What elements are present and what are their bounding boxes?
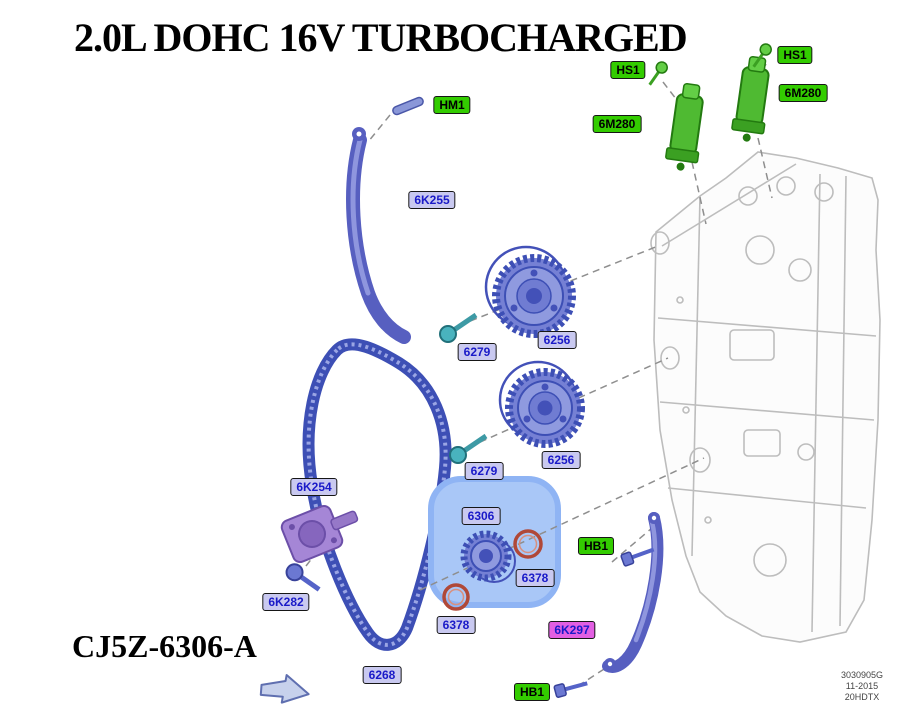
part-label-6306[interactable]: 6306 bbox=[461, 507, 501, 525]
vct-solenoid-6M280-left-drawing bbox=[665, 82, 704, 171]
part-label-hb1-lower[interactable]: HB1 bbox=[513, 683, 551, 701]
seal-6378-left-drawing bbox=[442, 583, 470, 611]
part-label-6k297[interactable]: 6K297 bbox=[548, 621, 596, 639]
part-label-hb1-upper[interactable]: HB1 bbox=[577, 537, 615, 555]
part-label-6256-lower[interactable]: 6256 bbox=[541, 451, 581, 469]
part-label-6268[interactable]: 6268 bbox=[362, 666, 402, 684]
direction-arrow-icon bbox=[259, 674, 310, 704]
bolt-6279-upper-drawing bbox=[439, 312, 478, 343]
part-label-6279-upper[interactable]: 6279 bbox=[457, 343, 497, 361]
part-number-text: CJ5Z-6306-A bbox=[72, 628, 257, 664]
part-label-6m280-right[interactable]: 6M280 bbox=[778, 84, 828, 102]
bolt-HB1-lower-drawing bbox=[553, 681, 588, 698]
camshaft-sprocket-6256-upper-drawing bbox=[484, 245, 576, 338]
chain-tensioner-6K254-drawing bbox=[280, 504, 359, 564]
chain-guide-6K255-drawing bbox=[346, 127, 411, 344]
part-label-6378-right[interactable]: 6378 bbox=[515, 569, 555, 587]
drawing-reference-code: 20HDTX bbox=[844, 692, 880, 702]
stud-HM1-drawing bbox=[392, 96, 424, 116]
seal-6378-right-drawing bbox=[513, 529, 543, 559]
screw-HS1-left-drawing bbox=[648, 61, 668, 86]
crankshaft-sprocket-6306-drawing bbox=[460, 530, 516, 583]
part-label-hs1-right[interactable]: HS1 bbox=[777, 46, 813, 64]
engine-block-drawing bbox=[650, 151, 881, 643]
part-label-6k282[interactable]: 6K282 bbox=[262, 593, 310, 611]
part-label-hm1[interactable]: HM1 bbox=[433, 96, 471, 114]
timing-chain-drawing bbox=[302, 338, 452, 651]
chain-guide-6K297-drawing bbox=[602, 512, 664, 673]
part-label-hs1-left[interactable]: HS1 bbox=[610, 61, 646, 79]
part-label-6279-lower[interactable]: 6279 bbox=[464, 462, 504, 480]
screw-HS1-right-drawing bbox=[752, 43, 772, 68]
part-label-6256-upper[interactable]: 6256 bbox=[537, 331, 577, 349]
drawing-reference-number: 3030905G bbox=[840, 670, 883, 680]
page-title: 2.0L DOHC 16V TURBOCHARGED bbox=[74, 15, 688, 60]
part-label-6k255[interactable]: 6K255 bbox=[408, 191, 456, 209]
drawing-reference-block: 3030905G 11-2015 20HDTX bbox=[841, 670, 883, 703]
crank-axis-dashed-line bbox=[419, 457, 705, 591]
bolt-6K282-drawing bbox=[285, 563, 321, 592]
part-label-6m280-left[interactable]: 6M280 bbox=[592, 115, 642, 133]
part-label-6k254[interactable]: 6K254 bbox=[290, 478, 338, 496]
part-label-6378-left[interactable]: 6378 bbox=[436, 616, 476, 634]
bolt-HB1-upper-drawing bbox=[620, 547, 655, 567]
drawing-reference-date: 11-2015 bbox=[845, 681, 879, 691]
vct-solenoid-6M280-right-drawing bbox=[731, 55, 770, 142]
camshaft-sprocket-6256-lower-drawing bbox=[498, 360, 585, 448]
bolt-6279-lower-drawing bbox=[449, 433, 488, 464]
